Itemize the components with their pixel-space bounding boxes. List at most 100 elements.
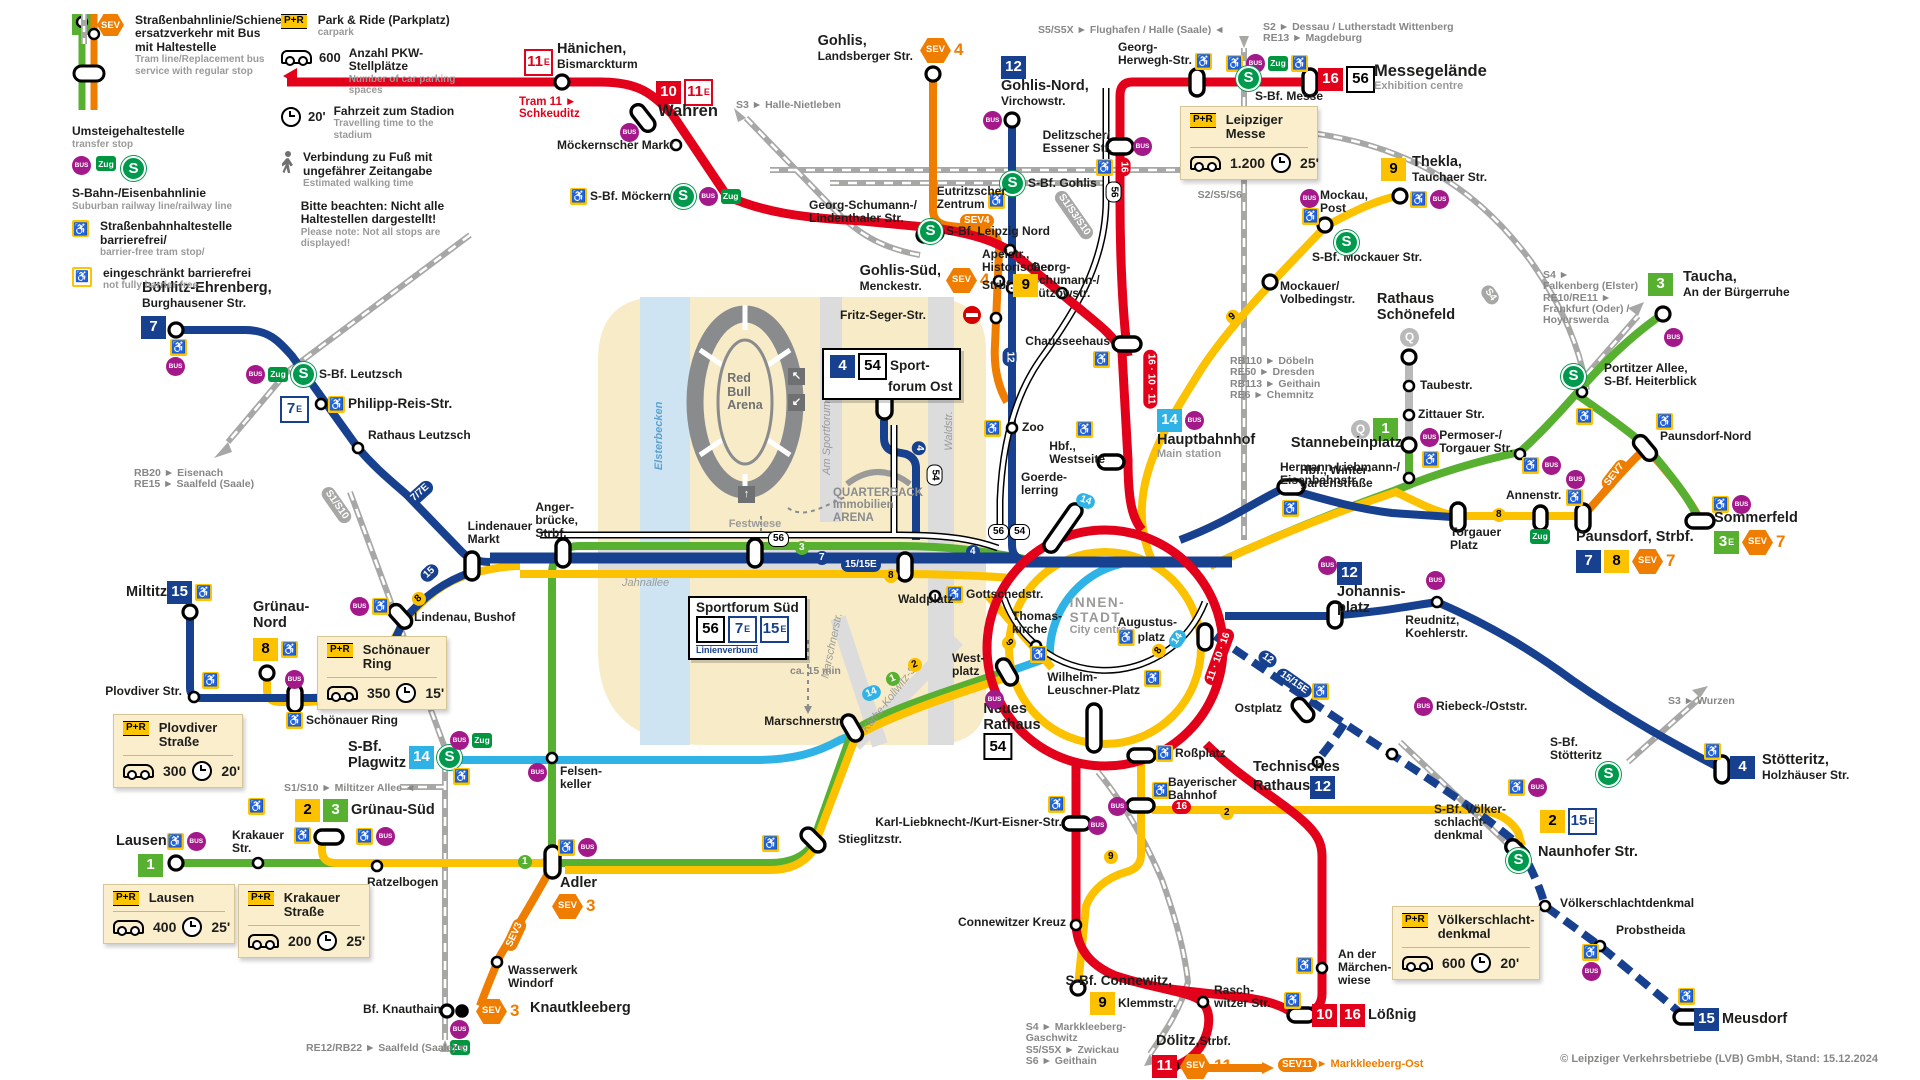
pr-name: Lausen — [148, 890, 195, 905]
line-tag-56: 56 — [768, 531, 790, 547]
sbf-stoetteritz-s: S — [1596, 762, 1624, 787]
wheelchair-icon: ♿ — [1048, 796, 1065, 813]
label-text: Lößnig — [1368, 1006, 1417, 1023]
wheelchair-icon: ♿ — [1291, 55, 1308, 72]
zug-icon: Zug — [1530, 529, 1550, 544]
line-tag-8: 8 — [884, 569, 898, 583]
delitzscher-essener: Delitzscher/Essener Str. — [1042, 128, 1112, 155]
tag-16-10-11: 16 · 10 · 11 — [1143, 349, 1158, 409]
sbf-gohlis-wc: ♿ — [988, 192, 1008, 209]
line-badge-8: 8 — [253, 638, 278, 661]
line-badge-12: 12 — [1337, 562, 1362, 585]
label-text: Klemmstr. — [1118, 996, 1177, 1011]
gohlis-sued: Gohlis-Süd,Menckestr. — [859, 263, 941, 293]
sev-badge: SEV — [476, 999, 507, 1024]
wheelchair-icon: ♿ — [1422, 451, 1439, 468]
probstheida-bus: BUS — [1582, 962, 1604, 981]
park-ride-icon: P+R — [281, 14, 307, 29]
label-text: Strbf. — [981, 277, 1014, 292]
pr-name: Völkerschlacht- denkmal — [1437, 912, 1535, 942]
thekla-badge: 9 — [1381, 158, 1409, 181]
legend-pr-title: Park & Ride (Parkplatz) — [317, 13, 450, 27]
legend-walk-title: Verbindung zu Fuß mit ungefährer Zeitang… — [303, 150, 433, 178]
stannebeinplatz: Stannebeinplatz — [1290, 435, 1402, 451]
car-icon — [113, 919, 144, 936]
line-badge-11: 11 — [1152, 1055, 1177, 1078]
taucha-bus: BUS — [1664, 328, 1686, 347]
permoser-icons: ♿BUS — [1522, 456, 1564, 475]
line-tag-16: 16 — [1172, 800, 1192, 814]
pr-spaces: 300 — [163, 762, 187, 779]
bus-icon: BUS — [1430, 190, 1449, 209]
paunsdorf-strbf: Paunsdorf, Strbf. — [1576, 529, 1694, 545]
label-text: Schönauer Ring — [306, 713, 399, 728]
sev-badge: SEV — [1632, 549, 1663, 574]
line-badge-54: 54 — [858, 353, 887, 380]
line-badge-7: 7 — [1576, 550, 1601, 573]
label-text: ► Markkleeberg-Ost — [1316, 1058, 1424, 1071]
line-badge-2: 2 — [295, 799, 320, 822]
legend-line-sample — [72, 14, 106, 110]
thekla: Thekla,Tauchaer Str. — [1412, 154, 1488, 184]
line-tag-4: 4 — [966, 545, 980, 559]
clock-icon — [281, 106, 301, 127]
park-ride-icon: P+R — [1190, 113, 1216, 128]
bus-icon: BUS — [450, 1020, 469, 1039]
moeckernscher-markt: Möckernscher Markt — [557, 138, 674, 152]
stoetteritz-badge: 4 — [1730, 756, 1758, 779]
car-icon — [248, 933, 279, 950]
hbf-west-wc: ♿ — [1076, 421, 1096, 438]
angerbruecke: Anger-brücke,Strbf. — [535, 500, 578, 540]
stannebein-bus: BUS — [1420, 428, 1442, 447]
ca-15-min: ca. 15 min — [790, 665, 841, 677]
legend-note-sub: Please note: Not all stops are displayed… — [300, 226, 441, 250]
bus-icon: BUS — [1318, 556, 1337, 575]
legend-note-title: Bitte beachten: Nicht alle Haltestellen … — [300, 198, 445, 227]
wheelchair-icon: ♿ — [72, 220, 89, 238]
sbf-plagwitz: S-Bf.Plagwitz — [347, 739, 406, 771]
label-text: S-Bf. Leutzsch — [319, 367, 403, 382]
wilhelm-wc: ♿ — [1144, 670, 1164, 687]
clock-icon — [1471, 952, 1492, 973]
pr-travel-time: 15' — [425, 684, 445, 701]
wheelchair-icon: ♿ — [1576, 408, 1593, 425]
no-entry-icon — [963, 306, 984, 324]
gottschedstr: ♿Gottschedstr. — [946, 586, 1043, 603]
q-icon: Q — [1400, 328, 1419, 347]
wheelchair-icon: ♿ — [202, 672, 219, 689]
waldplatz: Waldplatz — [898, 592, 954, 606]
s3-halle-nietleben: S3 ► Halle-Nietleben — [736, 99, 841, 111]
wheelchair-icon: ♿ — [170, 339, 187, 356]
tag-3-bundle: 3 — [795, 541, 809, 555]
line-badge-14: 14 — [1157, 409, 1182, 432]
zug-icon: Zug — [96, 156, 116, 172]
legend-car-sub: Number of car parking spaces — [348, 73, 456, 97]
chausseehaus-wc: ♿ — [1093, 351, 1113, 368]
haenichen: Hänichen,Bismarckturm — [557, 41, 638, 71]
sev-badge: SEV — [1742, 530, 1773, 555]
legend-sbahn-sub: Suburban railway line/railway line — [72, 200, 233, 212]
bus-icon: BUS — [1088, 816, 1107, 835]
wheelchair-icon: ♿ — [1152, 782, 1169, 799]
stoetteritz-wc: ♿ — [1704, 743, 1724, 760]
bus-icon: BUS — [376, 827, 395, 846]
gruenau-sued-icons: ♿BUS — [356, 827, 398, 846]
s4-falkenberg: S4 ►Falkenberg (Elster)RE10/RE11 ►Frankf… — [1543, 269, 1639, 327]
line-tag-12: 12 — [1002, 347, 1017, 367]
wheelchair-icon: ♿ — [1076, 421, 1093, 438]
rossplatz-wc: ♿ — [1156, 745, 1176, 762]
label-text: S-Bf. Leipzig Nord — [946, 224, 1050, 239]
label-text: Sport- — [890, 358, 930, 374]
paunsdorf-nord-wc: ♿ — [1656, 413, 1676, 430]
